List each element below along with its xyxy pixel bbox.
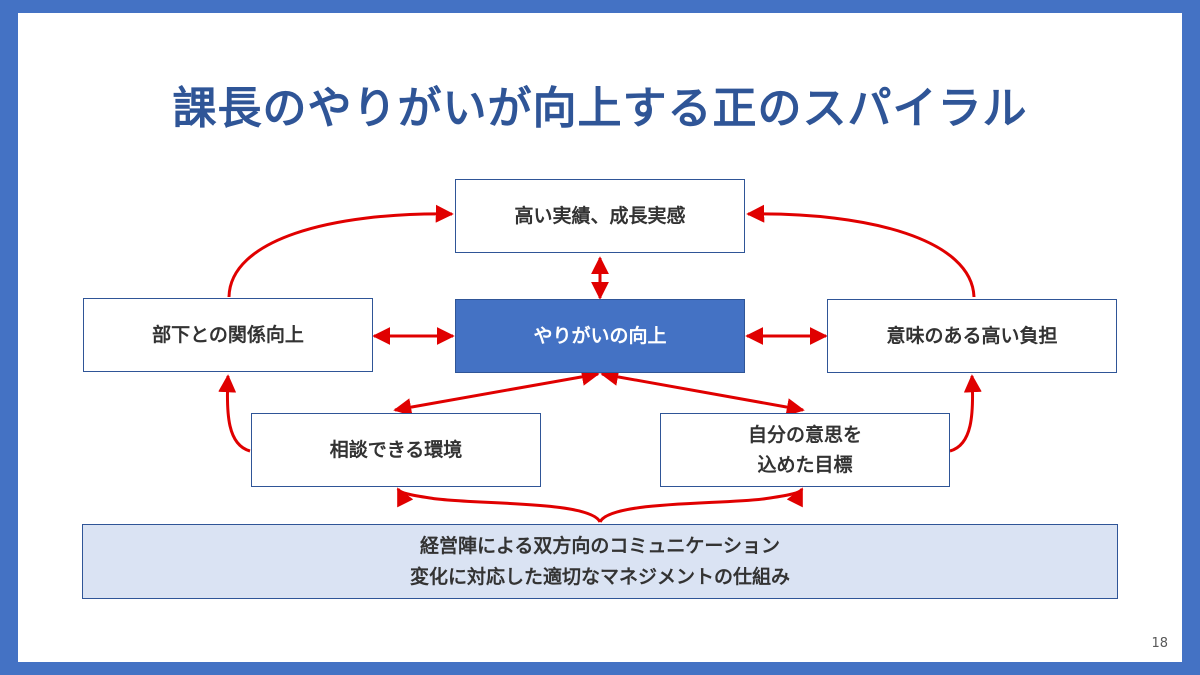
node-high-results-label: 高い実績、成長実感 [514,204,686,227]
node-foundation: 経営陣による双方向のコミュニケーション 変化に対応した適切なマネジメントの仕組み [82,524,1118,599]
node-own-goals-line1: 自分の意思を [747,423,862,446]
arrow-base-to-bottomright [598,487,804,523]
node-meaningful-burden: 意味のある高い負担 [827,299,1117,373]
node-meaningful-burden-label: 意味のある高い負担 [886,324,1058,347]
node-consultation-environment-label: 相談できる環境 [329,438,463,461]
arrow-center-bottomright [600,367,805,417]
arrow-center-bottomleft [393,367,600,417]
foundation-line2: 変化に対応した適切なマネジメントの仕組み [409,565,790,588]
node-consultation-environment: 相談できる環境 [251,413,541,487]
page-number: 18 [1151,636,1168,651]
slide-title: 課長のやりがいが向上する正のスパイラル [172,83,1028,134]
node-subordinate-relationship: 部下との関係向上 [83,298,373,372]
node-high-results: 高い実績、成長実感 [455,179,745,253]
arrow-bottomright-to-right [949,374,982,453]
foundation-line1: 経営陣による双方向のコミュニケーション [419,535,781,558]
arrow-left-to-top [227,204,454,298]
node-motivation-up: やりがいの向上 [455,299,745,373]
arrow-right-to-top [746,204,976,298]
node-subordinate-relationship-label: 部下との関係向上 [152,323,304,346]
node-motivation-up-label: やりがいの向上 [533,324,667,347]
node-own-goals-line2: 込めた目標 [757,454,853,476]
arrow-bottomleft-to-left [218,374,251,453]
node-own-goals: 自分の意思を 込めた目標 [660,413,950,487]
arrow-base-to-bottomleft [396,487,602,523]
